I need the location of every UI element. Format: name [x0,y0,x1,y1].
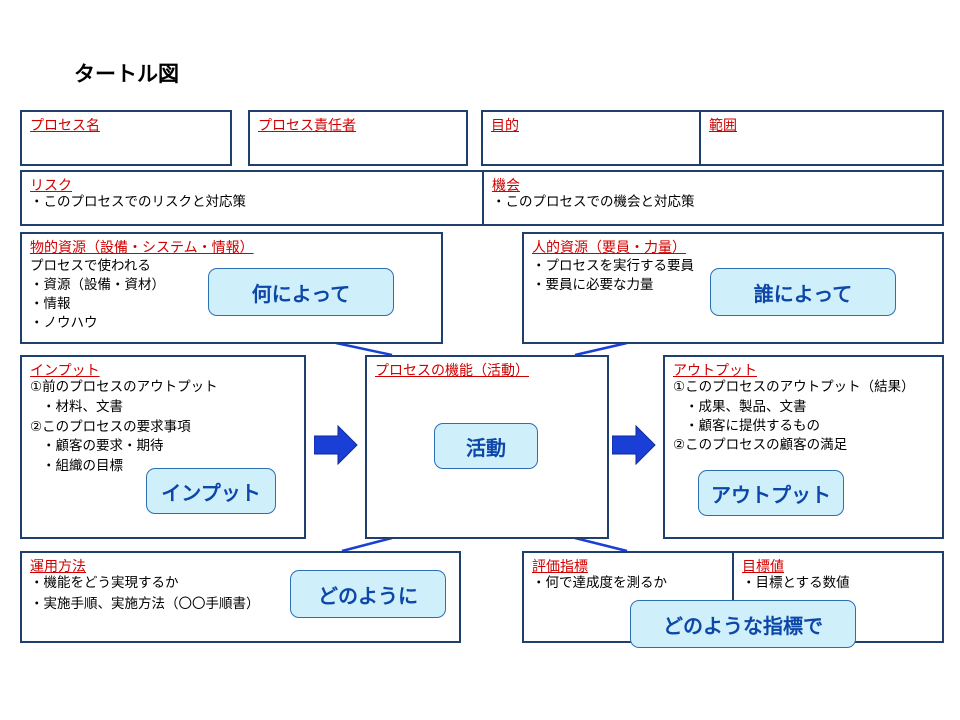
process-name-header: プロセス名 [30,118,100,134]
target-value-header: 目標値 [742,559,784,575]
process-function-header: プロセスの機能（活動） [375,363,529,379]
callout-who: 誰によって [710,268,896,316]
arrow-right-icon [314,425,358,465]
input-line: ・顧客の要求・期待 [42,438,164,454]
output-line: ・成果、製品、文書 [685,399,807,415]
callout-which-index: どのような指標で [630,600,856,648]
evaluation-index-line: ・何で達成度を測るか [532,575,667,591]
output-line: ・顧客に提供するもの [685,418,820,434]
risk-header: リスク [30,178,72,194]
connector-operation [341,536,393,553]
risk-line: ・このプロセスでのリスクと対応策 [30,194,246,210]
callout-activity: 活動 [434,423,538,469]
physical-resources-line: ・情報 [30,296,71,312]
callout-how: どのように [290,570,446,618]
output-line: ②このプロセスの顧客の満足 [673,437,848,453]
connector-evaluation [574,536,628,553]
callout-input: インプット [146,468,276,514]
scope-box: 範囲 [699,110,944,166]
process-owner-box: プロセス責任者 [248,110,468,166]
purpose-header: 目的 [491,118,519,134]
evaluation-index-header: 評価指標 [532,559,588,575]
operation-method-header: 運用方法 [30,559,86,575]
physical-resources-header: 物的資源（設備・システム・情報） [30,240,254,256]
process-owner-header: プロセス責任者 [258,118,356,134]
callout-output: アウトプット [698,470,844,516]
process-name-box: プロセス名 [20,110,232,166]
operation-method-line: ・実施手順、実施方法（〇〇手順書） [30,596,260,612]
opportunity-box: 機会 ・このプロセスでの機会と対応策 [482,170,944,226]
physical-resources-line: プロセスで使われる [30,258,151,274]
input-line: ①前のプロセスのアウトプット [30,379,218,395]
purpose-box: 目的 [481,110,701,166]
scope-header: 範囲 [709,118,737,134]
human-resources-line: ・プロセスを実行する要員 [532,258,694,274]
input-line: ②このプロセスの要求事項 [30,419,191,435]
page-title: タートル図 [74,62,179,86]
input-line: ・材料、文書 [42,399,123,415]
physical-resources-line: ・ノウハウ [30,315,98,331]
opportunity-line: ・このプロセスでの機会と対応策 [492,194,695,210]
human-resources-line: ・要員に必要な力量 [532,277,654,293]
risk-box: リスク ・このプロセスでのリスクと対応策 [20,170,484,226]
connector-human [574,341,628,357]
target-value-line: ・目標とする数値 [742,575,850,591]
input-line: ・組織の目標 [42,458,123,474]
input-header: インプット [30,363,100,379]
operation-method-line: ・機能をどう実現するか [30,575,179,591]
physical-resources-line: ・資源（設備・資材） [30,277,165,293]
output-header: アウトプット [673,363,757,379]
connector-physical [335,341,393,357]
opportunity-header: 機会 [492,178,520,194]
arrow-right-icon [612,425,656,465]
callout-what: 何によって [208,268,394,316]
human-resources-header: 人的資源（要員・力量） [532,240,686,256]
output-line: ①このプロセスのアウトプット（結果） [673,379,915,395]
